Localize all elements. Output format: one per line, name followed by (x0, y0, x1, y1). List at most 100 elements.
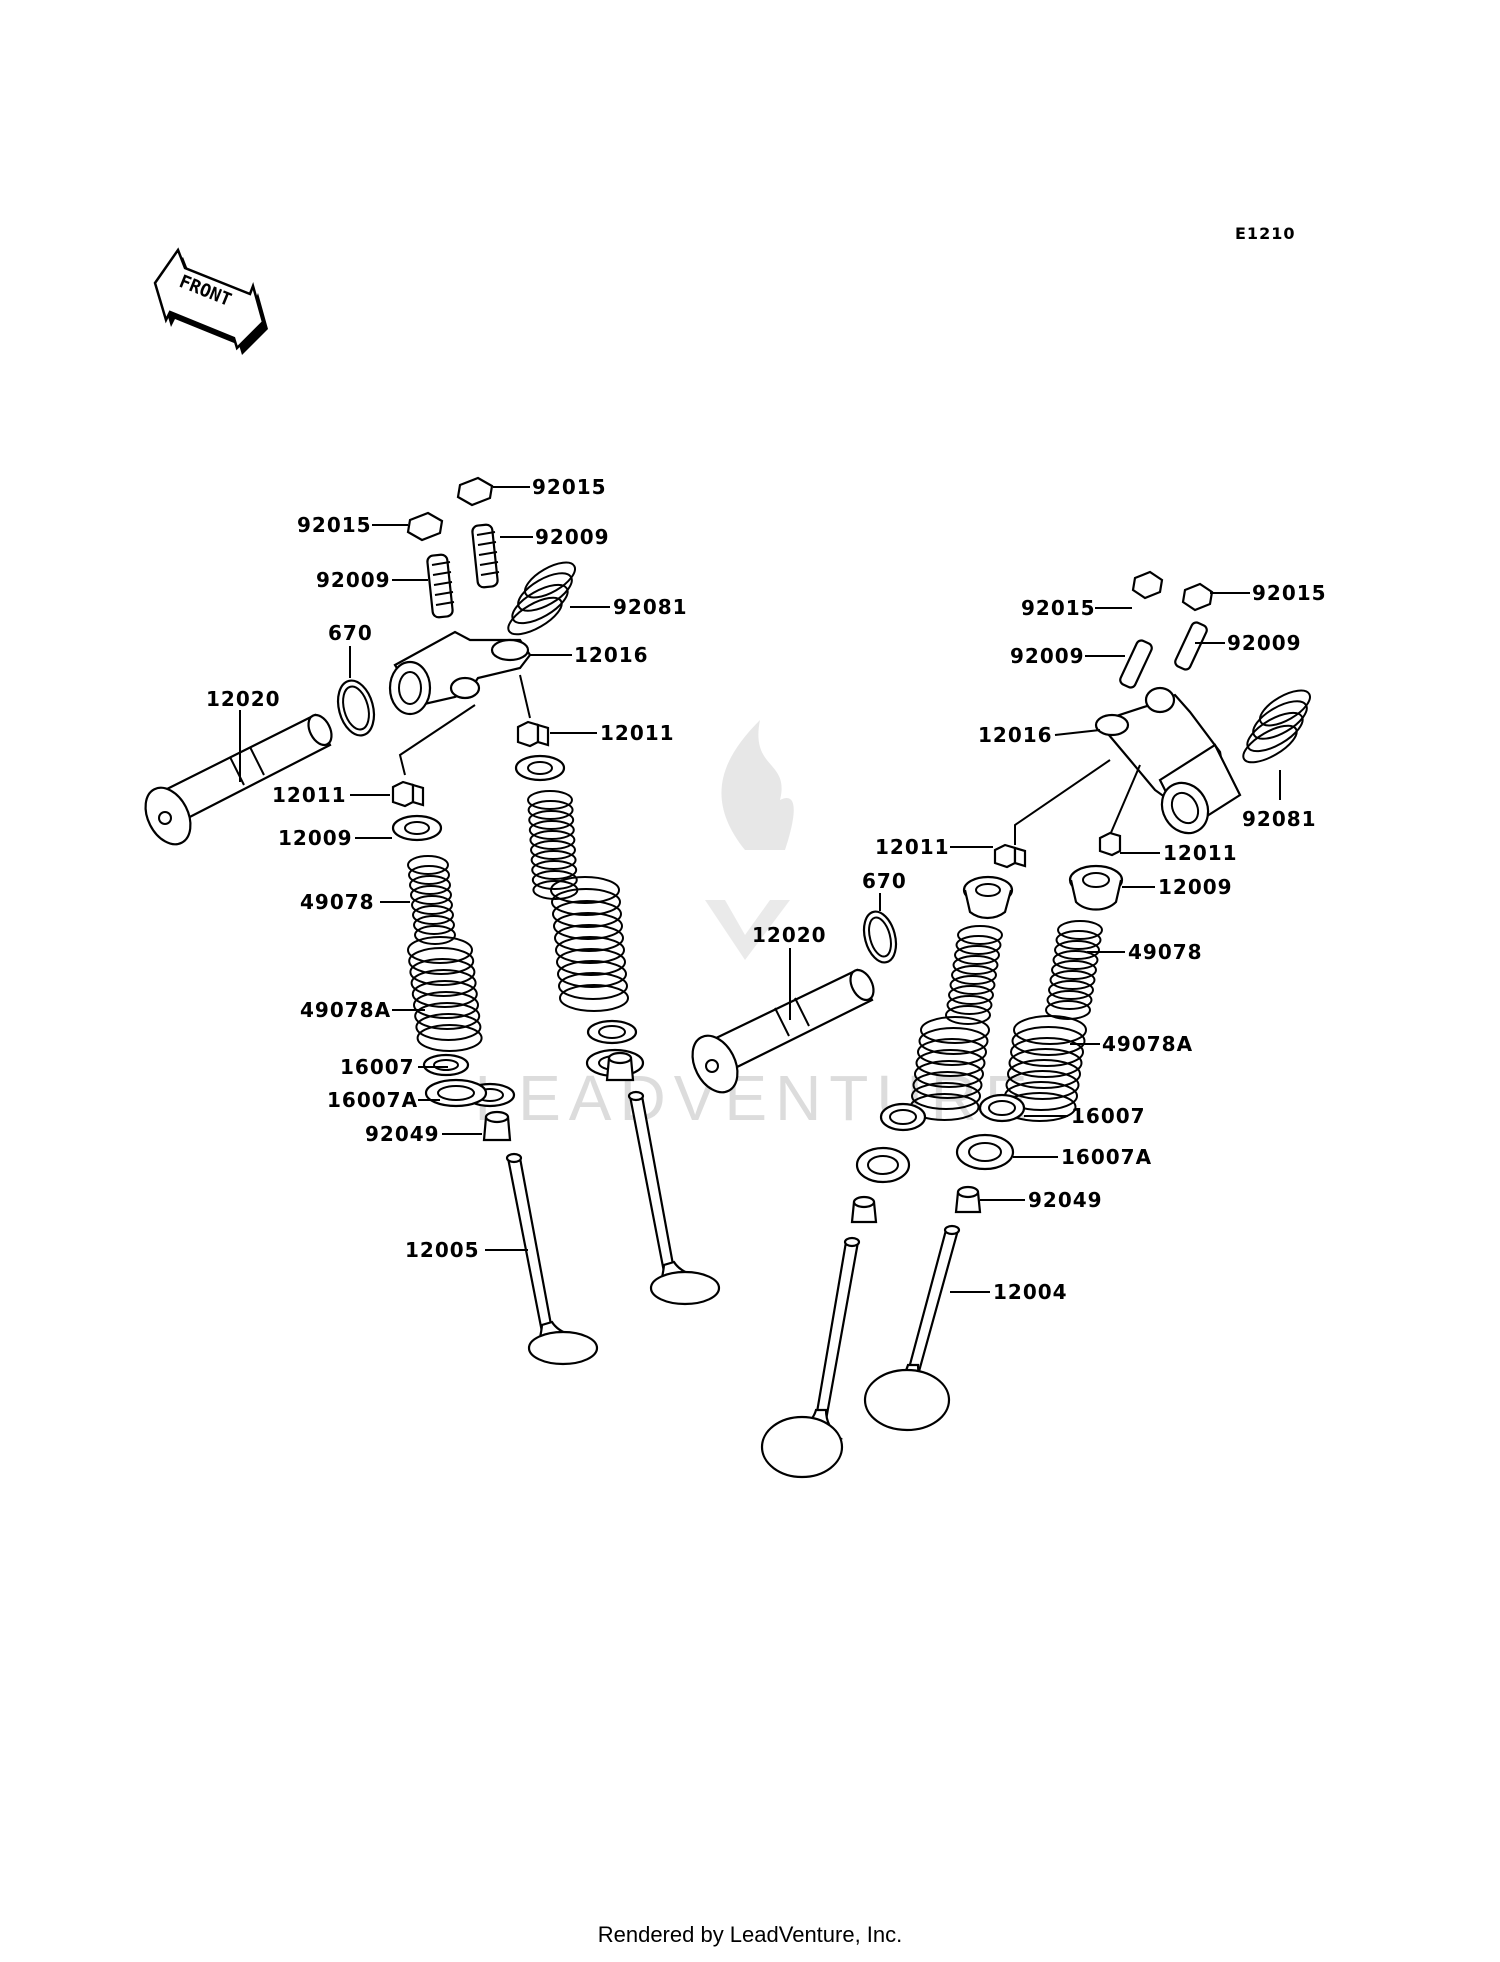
spring-coil (954, 945, 1000, 965)
left-spring-seat-a (424, 1078, 488, 1108)
right-nut-lower (1131, 570, 1164, 600)
spring-coil (914, 1060, 984, 1088)
spring-coil (1046, 990, 1093, 1010)
left-spring-seat (422, 1053, 470, 1077)
right-inner-spring-right (1045, 920, 1103, 1020)
label-left-12009: 12009 (278, 826, 353, 850)
right-collet-left (993, 843, 1027, 869)
right-retainer-right (1068, 864, 1124, 911)
label-right-49078: 49078 (1128, 940, 1203, 964)
spring-coil (550, 876, 620, 904)
right-outer-spring-left (909, 1016, 990, 1121)
right-retainer-left (962, 875, 1014, 920)
spring-coil (407, 855, 449, 875)
spring-coil (912, 1071, 983, 1099)
left-collet-upper (516, 720, 550, 748)
spring-coil (559, 984, 629, 1012)
spring-coil (527, 800, 574, 820)
spring-coil (411, 895, 453, 915)
label-right-92009-a: 92009 (1010, 644, 1085, 668)
label-left-12011-b: 12011 (272, 783, 347, 807)
spring-coil (408, 865, 450, 885)
front-arrow-icon: FRONT (153, 247, 268, 355)
spring-coil (411, 980, 478, 1008)
spring-coil (410, 885, 452, 905)
label-right-16007A: 16007A (1061, 1145, 1152, 1169)
spring-coil (528, 810, 575, 830)
spring-coil (410, 969, 477, 997)
label-left-92015-a: 92015 (532, 475, 607, 499)
right-outer-spring-right (1002, 1015, 1087, 1122)
spring-coil (413, 915, 455, 935)
spring-coil (413, 991, 479, 1019)
spring-coil (1007, 1059, 1081, 1089)
left-rocker-arm (388, 630, 532, 716)
spring-coil (917, 1038, 987, 1066)
right-spring-seat-a (955, 1133, 1015, 1171)
label-right-12020: 12020 (752, 923, 827, 947)
spring-coil (918, 1027, 989, 1055)
spring-coil (1052, 950, 1099, 970)
spring-coil (414, 1002, 481, 1030)
label-left-12005: 12005 (405, 1238, 480, 1262)
right-rocker-spring (1242, 689, 1311, 764)
left-rocker-spring (507, 561, 576, 636)
right-valve-left (760, 1236, 861, 1479)
right-nut-upper (1181, 582, 1214, 612)
spring-coil (1013, 1015, 1087, 1045)
spring-coil (1057, 920, 1103, 940)
label-right-12009: 12009 (1158, 875, 1233, 899)
spring-coil (948, 985, 994, 1005)
right-valve-right (863, 1224, 961, 1432)
right-adjust-screw-lower (1119, 639, 1153, 689)
spring-coil (556, 948, 626, 976)
spring-coil (553, 912, 623, 940)
label-right-12011-b: 12011 (1163, 841, 1238, 865)
spring-coil (915, 1049, 986, 1077)
label-right-670: 670 (862, 869, 907, 893)
right-spring-seat (978, 1093, 1026, 1123)
right-rocker-shaft (691, 968, 875, 1094)
spring-coil (920, 1016, 990, 1044)
label-left-92049: 92049 (365, 1122, 440, 1146)
spring-coil (951, 965, 997, 985)
left-valve-2 (627, 1090, 721, 1306)
right-collet-right (1098, 831, 1122, 857)
spring-coil (529, 830, 576, 850)
label-left-670: 670 (328, 621, 373, 645)
right-o-ring (862, 910, 898, 964)
spring-coil (949, 975, 996, 995)
right-inner-spring-left (945, 925, 1003, 1025)
left-callouts: 92015 92015 92009 92009 92081 670 12016 … (206, 475, 688, 1262)
label-left-12011-a: 12011 (600, 721, 675, 745)
spring-coil (527, 790, 573, 810)
label-right-92015-a: 92015 (1252, 581, 1327, 605)
left-adjust-screw-upper (471, 523, 500, 589)
spring-coil (555, 936, 625, 964)
left-nut-lower (406, 511, 444, 542)
label-left-49078: 49078 (300, 890, 375, 914)
right-valve-assembly (691, 570, 1311, 1479)
spring-coil (552, 900, 622, 928)
spring-coil (528, 820, 575, 840)
left-adjust-screw-lower (426, 553, 455, 619)
label-left-92081: 92081 (613, 595, 688, 619)
spring-coil (911, 1082, 981, 1110)
spring-coil (407, 936, 473, 964)
label-right-92015-b: 92015 (1021, 596, 1096, 620)
left-o-ring (336, 679, 376, 737)
spring-coil (554, 924, 624, 952)
label-left-16007A: 16007A (327, 1088, 418, 1112)
label-left-12016: 12016 (574, 643, 649, 667)
spring-coil (955, 935, 1002, 955)
spring-coil (1010, 1037, 1084, 1067)
left-rocker-shaft (144, 713, 333, 846)
diagram-code: E1210 (1235, 224, 1295, 243)
spring-coil (1049, 970, 1096, 990)
spring-coil (416, 1024, 483, 1052)
label-right-92081: 92081 (1242, 807, 1317, 831)
left-inner-spring-2 (527, 790, 579, 900)
spring-coil (945, 1005, 991, 1025)
footer-credit: Rendered by LeadVenture, Inc. (597, 1922, 903, 1947)
